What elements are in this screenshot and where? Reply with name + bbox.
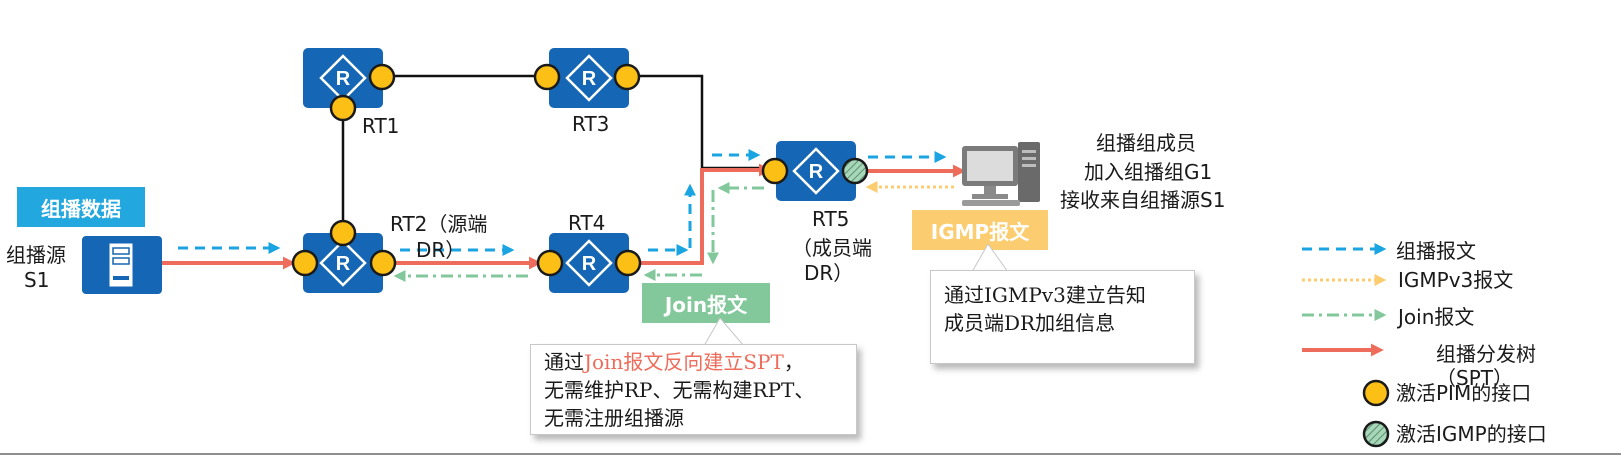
server-icon	[82, 236, 162, 294]
join-note-line2: 无需维护RP、无需构建RPT、	[544, 378, 815, 402]
source-label-line1: 组播源	[6, 243, 66, 267]
router-letter: R	[809, 161, 824, 183]
pim-interface-icon	[613, 63, 641, 91]
pim-interface-icon	[368, 63, 396, 91]
member-label-line2: 加入组播组G1	[1084, 160, 1213, 184]
join-note: 通过Join报文反向建立SPT， 无需维护RP、无需构建RPT、 无需注册组播源	[530, 344, 857, 435]
pim-interface-icon	[761, 157, 789, 185]
legend-join-label: Join报文	[1398, 305, 1475, 329]
igmp-tag: IGMP报文	[912, 210, 1048, 250]
router-letter: R	[336, 253, 351, 275]
spt-path	[162, 163, 966, 270]
pim-interface-icon	[369, 249, 397, 277]
rt2-label-line2: DR）	[416, 238, 466, 262]
pim-interface-icon	[329, 94, 357, 122]
computer-icon	[962, 142, 1040, 206]
legend-pim-icon	[1362, 379, 1390, 407]
igmp-interface-icon	[841, 157, 869, 185]
pim-interface-icon	[536, 249, 564, 277]
join-arrows	[393, 182, 764, 282]
multicast-data-tag: 组播数据	[17, 187, 145, 227]
legend-igmpv3-label: IGMPv3报文	[1398, 268, 1514, 292]
join-note-line3: 无需注册组播源	[544, 406, 684, 430]
join-note-line1: 通过Join报文反向建立SPT，	[544, 350, 804, 374]
multicast-arrows	[178, 149, 947, 256]
router-rt3[interactable]: R	[549, 48, 629, 108]
rt1-label: RT1	[362, 114, 400, 138]
link-rt3-rt5	[625, 74, 782, 170]
legend-graphics	[1302, 243, 1390, 448]
pim-interface-icon	[533, 63, 561, 91]
member-label-line3: 接收来自组播源S1	[1060, 188, 1226, 212]
member-label-line1: 组播组成员	[1096, 131, 1196, 155]
router-rt5[interactable]: R	[776, 141, 856, 201]
legend-spt-label: 组播分发树	[1436, 342, 1536, 366]
pim-interface-icon	[291, 249, 319, 277]
legend-multicast-label: 组播报文	[1396, 239, 1476, 263]
rt5-label-line3: DR）	[804, 261, 854, 285]
legend-igmp-icon	[1362, 420, 1390, 448]
source-label-line2: S1	[24, 268, 50, 292]
rt2-label: RT2（源端	[390, 212, 488, 236]
router-letter: R	[582, 253, 597, 275]
router-rt4[interactable]: R	[549, 233, 629, 293]
join-tag: Join报文	[642, 283, 770, 323]
legend-pim-label: 激活PIM的接口	[1396, 381, 1532, 405]
rt5-label: RT5	[812, 207, 850, 231]
rt3-label: RT3	[572, 112, 610, 136]
router-rt2[interactable]: R	[303, 233, 383, 293]
igmp-note: 通过IGMPv3建立告知 成员端DR加组信息	[930, 270, 1195, 364]
spt-rt4-rt5	[640, 163, 772, 265]
router-rt1[interactable]: R	[303, 48, 383, 108]
igmp-note-line1: 通过IGMPv3建立告知	[944, 283, 1146, 307]
igmp-note-line2: 成员端DR加组信息	[944, 311, 1116, 335]
rt4-label: RT4	[568, 211, 606, 235]
pim-interface-icon	[614, 249, 642, 277]
pim-interfaces	[291, 63, 789, 277]
legend-spt-label2: （SPT）	[1436, 366, 1513, 390]
router-letter: R	[582, 68, 597, 90]
legend-igmp-label: 激活IGMP的接口	[1396, 422, 1547, 446]
rt5-label-line2: （成员端	[792, 236, 872, 260]
router-letter: R	[336, 68, 351, 90]
pim-interface-icon	[329, 219, 357, 247]
